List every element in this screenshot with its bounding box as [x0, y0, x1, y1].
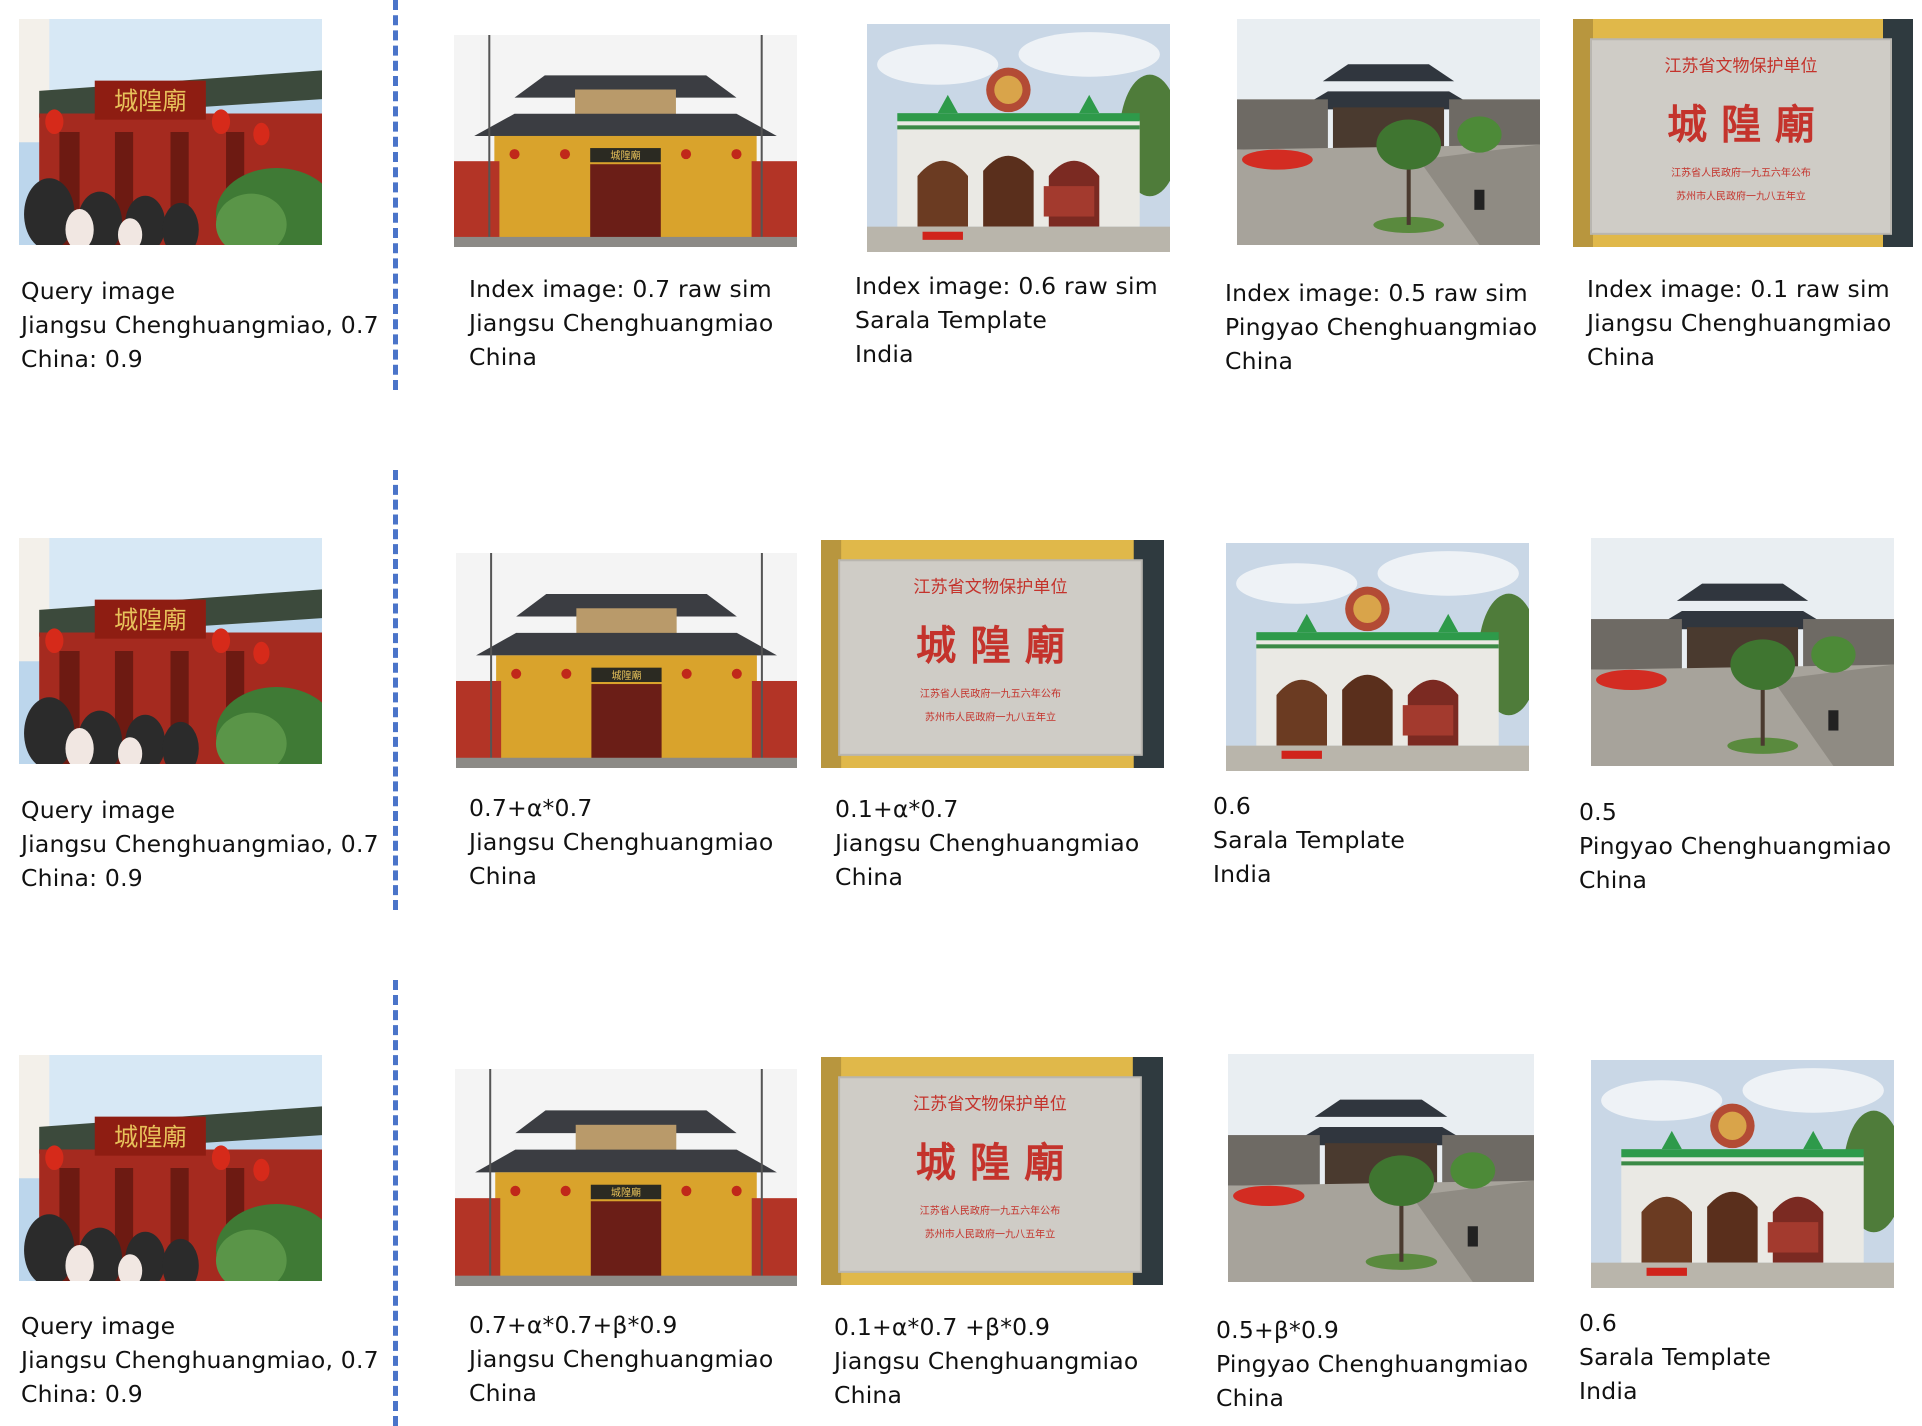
svg-text:苏州市人民政府一九八五年立: 苏州市人民政府一九八五年立 [1676, 189, 1806, 202]
result-landmark: Sarala Template [855, 306, 1048, 334]
result-image[interactable]: 城隍廟 [454, 35, 797, 247]
query-label: Query image [21, 796, 176, 824]
result-caption: 0.6 Sarala Template India [1579, 1306, 1771, 1408]
query-country-score: China: 0.9 [21, 345, 143, 373]
svg-text:江苏省人民政府一九五六年公布: 江苏省人民政府一九五六年公布 [920, 1204, 1061, 1217]
result-caption: 0.7+α*0.7 Jiangsu Chenghuangmiao China [469, 791, 773, 893]
svg-text:城隍廟: 城隍廟 [114, 86, 187, 115]
result-caption: Index image: 0.7 raw sim Jiangsu Chenghu… [469, 272, 773, 374]
result-country: China [469, 862, 538, 890]
result-landmark: Pingyao Chenghuangmiao [1225, 313, 1538, 341]
result-score: 0.5+β*0.9 [1216, 1316, 1339, 1344]
result-country: China [469, 343, 538, 371]
svg-text:江苏省文物保护单位: 江苏省文物保护单位 [913, 578, 1067, 598]
result-image[interactable]: 江苏省文物保护单位 城 隍 廟 江苏省人民政府一九五六年公布 苏州市人民政府一九… [821, 540, 1164, 768]
result-country: India [855, 340, 914, 368]
result-score: Index image: 0.6 raw sim [855, 272, 1158, 300]
divider-row-1 [393, 0, 398, 390]
result-country: China [1579, 866, 1648, 894]
result-country: India [1579, 1377, 1638, 1405]
query-landmark-score: Jiangsu Chenghuangmiao, 0.7 [21, 1346, 379, 1374]
result-image[interactable]: 城隍廟 [455, 1069, 797, 1286]
query-label: Query image [21, 277, 176, 305]
result-score: 0.7+α*0.7+β*0.9 [469, 1311, 678, 1339]
result-score: 0.1+α*0.7 +β*0.9 [834, 1313, 1051, 1341]
result-image[interactable] [1226, 543, 1529, 771]
result-landmark: Sarala Template [1579, 1343, 1772, 1371]
result-caption: 0.1+α*0.7 Jiangsu Chenghuangmiao China [835, 792, 1139, 894]
svg-text:城隍廟: 城隍廟 [611, 669, 641, 682]
svg-text:苏州市人民政府一九八五年立: 苏州市人民政府一九八五年立 [925, 710, 1056, 723]
result-country: China [1587, 343, 1656, 371]
result-image[interactable] [1591, 538, 1894, 766]
svg-text:城 隍 廟: 城 隍 廟 [1667, 101, 1815, 148]
svg-text:江苏省人民政府一九五六年公布: 江苏省人民政府一九五六年公布 [1671, 166, 1811, 179]
svg-text:城 隍 廟: 城 隍 廟 [916, 1138, 1065, 1186]
query-image[interactable]: 城隍廟 [19, 1055, 322, 1281]
result-image[interactable] [1228, 1054, 1534, 1282]
result-image[interactable]: 城隍廟 [456, 553, 797, 768]
query-caption: Query image Jiangsu Chenghuangmiao, 0.7 … [21, 793, 379, 895]
result-score: 0.7+α*0.7 [469, 794, 593, 822]
result-landmark: Jiangsu Chenghuangmiao [835, 829, 1140, 857]
result-score: 0.6 [1213, 792, 1251, 820]
result-country: China [1225, 347, 1294, 375]
query-label: Query image [21, 1312, 176, 1340]
query-caption: Query image Jiangsu Chenghuangmiao, 0.7 … [21, 274, 379, 376]
result-caption: Index image: 0.6 raw sim Sarala Template… [855, 269, 1158, 371]
result-landmark: Jiangsu Chenghuangmiao [469, 1345, 774, 1373]
result-caption: 0.5+β*0.9 Pingyao Chenghuangmiao China [1216, 1313, 1528, 1415]
query-country-score: China: 0.9 [21, 1380, 143, 1408]
svg-text:城隍廟: 城隍廟 [114, 1122, 187, 1151]
result-score: Index image: 0.7 raw sim [469, 275, 772, 303]
svg-text:苏州市人民政府一九八五年立: 苏州市人民政府一九八五年立 [925, 1227, 1056, 1240]
svg-text:城 隍 廟: 城 隍 廟 [916, 621, 1065, 669]
result-landmark: Pingyao Chenghuangmiao [1579, 832, 1892, 860]
result-score: Index image: 0.1 raw sim [1587, 275, 1890, 303]
result-landmark: Jiangsu Chenghuangmiao [834, 1347, 1139, 1375]
result-caption: 0.7+α*0.7+β*0.9 Jiangsu Chenghuangmiao C… [469, 1308, 773, 1410]
svg-text:江苏省文物保护单位: 江苏省文物保护单位 [913, 1095, 1067, 1115]
svg-text:江苏省文物保护单位: 江苏省文物保护单位 [1665, 57, 1818, 77]
result-landmark: Jiangsu Chenghuangmiao [469, 309, 774, 337]
result-score: 0.6 [1579, 1309, 1617, 1337]
result-image[interactable] [1237, 19, 1540, 245]
result-country: China [1216, 1384, 1285, 1412]
result-country: China [835, 863, 904, 891]
query-landmark-score: Jiangsu Chenghuangmiao, 0.7 [21, 311, 379, 339]
result-landmark: Jiangsu Chenghuangmiao [469, 828, 774, 856]
result-country: China [834, 1381, 903, 1409]
query-landmark-score: Jiangsu Chenghuangmiao, 0.7 [21, 830, 379, 858]
result-image[interactable]: 江苏省文物保护单位 城 隍 廟 江苏省人民政府一九五六年公布 苏州市人民政府一九… [1573, 19, 1913, 247]
result-image[interactable] [867, 24, 1170, 252]
result-country: China [469, 1379, 538, 1407]
result-landmark: Pingyao Chenghuangmiao [1216, 1350, 1529, 1378]
result-image[interactable] [1591, 1060, 1894, 1288]
result-caption: 0.1+α*0.7 +β*0.9 Jiangsu Chenghuangmiao … [834, 1310, 1138, 1412]
result-caption: 0.5 Pingyao Chenghuangmiao China [1579, 795, 1891, 897]
result-score: 0.1+α*0.7 [835, 795, 959, 823]
svg-text:城隍廟: 城隍廟 [610, 149, 640, 162]
result-score: 0.5 [1579, 798, 1617, 826]
divider-row-2 [393, 470, 398, 910]
result-landmark: Jiangsu Chenghuangmiao [1587, 309, 1892, 337]
result-country: India [1213, 860, 1272, 888]
result-image[interactable]: 江苏省文物保护单位 城 隍 廟 江苏省人民政府一九五六年公布 苏州市人民政府一九… [821, 1057, 1163, 1285]
result-score: Index image: 0.5 raw sim [1225, 279, 1528, 307]
query-image[interactable]: 城隍廟 [19, 538, 322, 764]
svg-text:城隍廟: 城隍廟 [611, 1186, 641, 1199]
query-country-score: China: 0.9 [21, 864, 143, 892]
svg-text:江苏省人民政府一九五六年公布: 江苏省人民政府一九五六年公布 [920, 687, 1061, 700]
query-caption: Query image Jiangsu Chenghuangmiao, 0.7 … [21, 1309, 379, 1411]
result-landmark: Sarala Template [1213, 826, 1406, 854]
result-caption: Index image: 0.5 raw sim Pingyao Chenghu… [1225, 276, 1537, 378]
divider-row-3 [393, 980, 398, 1426]
result-caption: 0.6 Sarala Template India [1213, 789, 1405, 891]
result-caption: Index image: 0.1 raw sim Jiangsu Chenghu… [1587, 272, 1891, 374]
query-image[interactable]: 城隍廟 [19, 19, 322, 245]
svg-text:城隍廟: 城隍廟 [114, 605, 187, 634]
